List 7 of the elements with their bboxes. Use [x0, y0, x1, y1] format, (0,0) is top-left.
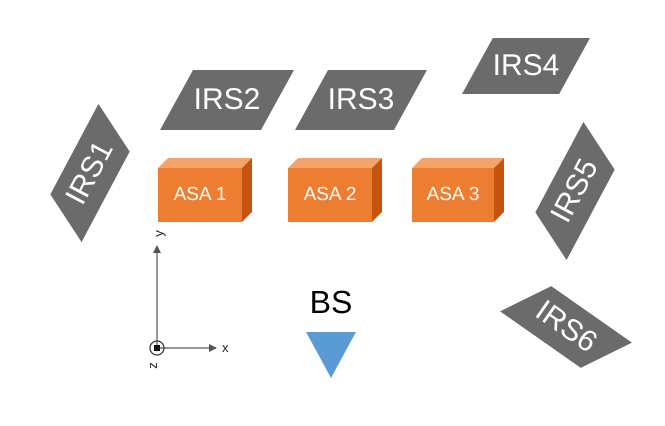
base-station: BS: [300, 282, 362, 378]
reflecting-surface-panel: IRS4: [462, 38, 590, 94]
reflecting-surface-panel: IRS3: [295, 70, 427, 130]
axis-label: y: [150, 230, 166, 237]
axis-label: x: [222, 340, 228, 355]
reflecting-surface-panel: IRS2: [160, 70, 294, 130]
axis-label: z: [144, 362, 160, 369]
